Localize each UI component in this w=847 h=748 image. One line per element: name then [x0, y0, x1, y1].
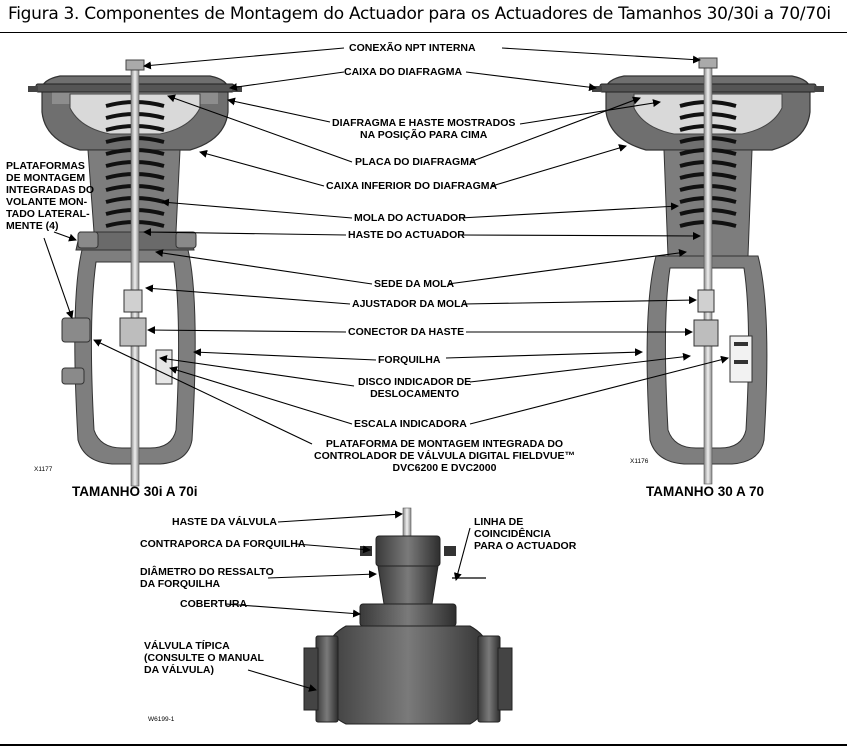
label-mola-actuador: MOLA DO ACTUADOR — [354, 212, 466, 224]
label-caixa-inferior: CAIXA INFERIOR DO DIAFRAGMA — [326, 180, 498, 192]
label-sede-mola: SEDE DA MOLA — [374, 278, 455, 290]
label-contraporca: CONTRAPORCA DA FORQUILHA — [140, 538, 306, 550]
label-plataformas-volante: PLATAFORMAS DE MONTAGEM INTEGRADAS DO VO… — [6, 160, 95, 232]
label-placa-diafragma: PLACA DO DIAFRAGMA — [355, 156, 477, 168]
top-rule — [0, 32, 847, 33]
leader-lines — [43, 47, 729, 692]
label-caixa-diafragma: CAIXA DO DIAFRAGMA — [344, 66, 463, 78]
label-diametro-ressalto: DIÂMETRO DO RESSALTO DA FORQUILHA — [140, 566, 274, 590]
valve-drawing — [303, 507, 513, 725]
label-conector-haste: CONECTOR DA HASTE — [348, 326, 465, 338]
label-escala-indicadora: ESCALA INDICADORA — [354, 418, 467, 430]
label-disco-indicador: DISCO INDICADOR DE DESLOCAMENTO — [358, 376, 472, 400]
label-forquilha: FORQUILHA — [378, 354, 441, 366]
code-right: X1176 — [630, 458, 649, 465]
code-valve: W6199-1 — [148, 716, 175, 723]
label-valvula-tipica: VÁLVULA TÍPICA (CONSULTE O MANUAL DA VÁL… — [144, 640, 264, 676]
bottom-rule — [0, 744, 847, 746]
label-conexao-npt: CONEXÃO NPT INTERNA — [349, 42, 476, 54]
label-linha-coincidencia: LINHA DE COINCIDÊNCIA PARA O ACTUADOR — [474, 516, 577, 552]
left-actuator — [28, 59, 242, 487]
label-ajustador-mola: AJUSTADOR DA MOLA — [352, 298, 469, 310]
right-actuator — [592, 57, 824, 485]
label-haste-actuador: HASTE DO ACTUADOR — [348, 229, 465, 241]
label-plataforma-controlador: PLATAFORMA DE MONTAGEM INTEGRADA DO CONT… — [314, 438, 575, 474]
label-cobertura: COBERTURA — [180, 598, 248, 610]
caption-right: TAMANHO 30 A 70 — [646, 484, 765, 499]
label-haste-valvula: HASTE DA VÁLVULA — [172, 516, 277, 528]
label-diafragma-haste: DIAFRAGMA E HASTE MOSTRADOS NA POSIÇÃO P… — [332, 117, 516, 141]
figure-title: Figura 3. Componentes de Montagem do Act… — [8, 4, 831, 24]
code-left: X1177 — [34, 466, 53, 473]
caption-left: TAMANHO 30i A 70i — [72, 484, 198, 499]
